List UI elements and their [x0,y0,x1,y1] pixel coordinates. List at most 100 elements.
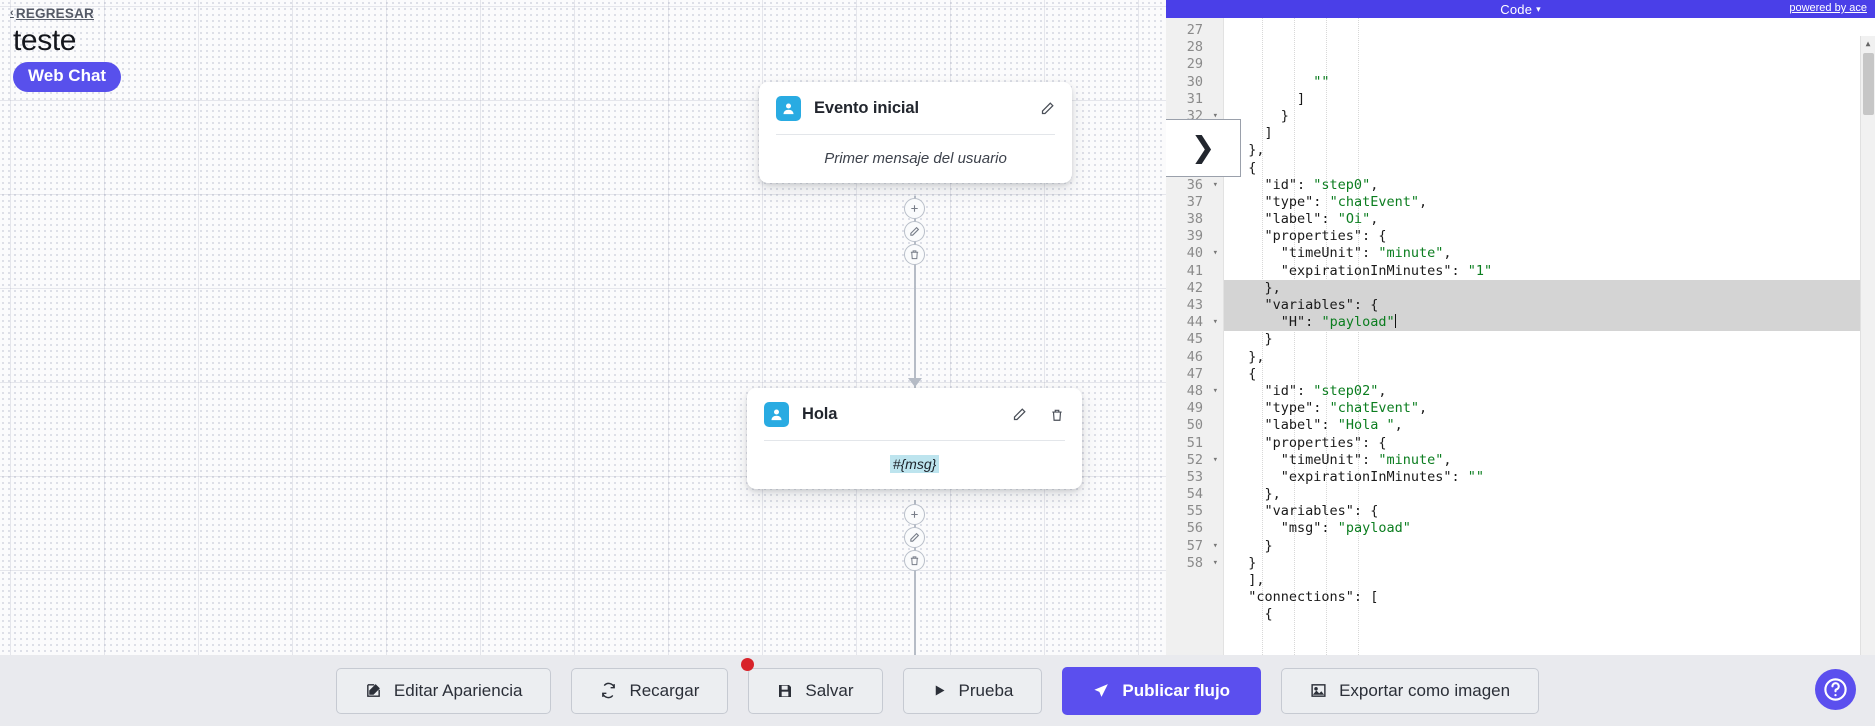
code-line[interactable]: "expirationInMinutes": "1" [1280,262,1493,279]
save-floppy-icon [777,683,793,699]
code-line[interactable]: "connections": [ [1248,589,1379,606]
line-number: 45 [1186,331,1203,348]
trash-icon[interactable] [1048,406,1066,424]
pencil-icon[interactable] [1038,100,1056,118]
page-title: teste [13,24,77,57]
exportar-como-imagen-button[interactable]: Exportar como imagen [1281,667,1540,714]
code-line[interactable]: } [1232,537,1273,554]
fold-toggle-icon[interactable]: ▾ [1212,540,1218,551]
code-line[interactable]: ], [1232,572,1265,589]
chevron-down-icon[interactable]: ▾ [1536,3,1541,14]
line-number: 40▾ [1186,245,1218,262]
code-line[interactable]: } [1232,107,1289,124]
editar-apariencia-button[interactable]: Editar Apariencia [335,667,552,714]
code-line[interactable]: "msg": "payload" [1280,520,1411,537]
code-line[interactable]: { [1232,159,1257,176]
paper-plane-icon [1093,682,1110,699]
recargar-button[interactable]: Recargar [571,667,729,714]
edit-step-button[interactable] [904,527,925,548]
code-line[interactable]: "timeUnit": "minute", [1280,451,1452,468]
line-number: 27 [1186,22,1203,38]
code-line[interactable]: } [1232,554,1257,571]
edit-step-button[interactable] [904,221,925,242]
code-line[interactable]: } [1232,331,1273,348]
node-card-evento-inicial[interactable]: Evento inicial Primer mensaje del usuari… [759,82,1072,183]
fold-toggle-icon[interactable]: ▾ [1212,110,1218,121]
line-number: 37 [1186,193,1203,210]
code-line[interactable]: "variables": { [1264,503,1379,520]
line-number: 44▾ [1186,314,1218,331]
code-line[interactable]: ] [1232,90,1306,107]
code-line[interactable]: "type": "chatEvent", [1264,400,1428,417]
delete-step-button[interactable] [904,550,925,571]
node-card-hola[interactable]: Hola #{msg} [747,388,1082,489]
code-line[interactable]: "type": "chatEvent", [1264,193,1428,210]
button-label: Recargar [629,680,700,700]
chevron-right-icon[interactable]: ❯ [1166,119,1241,177]
code-line[interactable]: ] [1232,125,1273,142]
salvar-button[interactable]: Salvar [741,657,883,714]
publicar-flujo-button[interactable]: Publicar flujo [1062,666,1262,715]
line-number: 43 [1186,297,1203,313]
fold-toggle-icon[interactable]: ▾ [1212,248,1218,259]
line-number: 51 [1186,434,1203,451]
fold-toggle-icon[interactable]: ▾ [1212,454,1218,465]
text-cursor [1394,314,1396,329]
code-line[interactable]: "properties": { [1264,228,1387,245]
node-header: Evento inicial [759,82,1072,134]
scrollbar-thumb[interactable] [1863,53,1874,115]
code-line[interactable]: }, [1232,142,1265,159]
code-editor[interactable]: 272829303132▾33343536▾37383940▾41424344▾… [1166,18,1875,655]
powered-by-ace-link[interactable]: powered by ace [1789,2,1867,14]
line-number: 42 [1186,279,1203,296]
code-panel-title: Code [1500,1,1533,17]
message-variable: #{msg} [889,455,940,473]
editor-vertical-scrollbar[interactable]: ▲ ▼ [1860,36,1875,655]
line-number: 47 [1186,365,1203,382]
fold-toggle-icon[interactable]: ▾ [1212,179,1218,190]
code-line[interactable]: "H": "payload" [1224,314,1875,332]
code-line[interactable]: }, [1224,279,1875,298]
pencil-icon[interactable] [1010,406,1028,424]
fold-toggle-icon[interactable]: ▾ [1212,557,1218,568]
code-line[interactable]: "variables": { [1224,297,1875,315]
node-body-text: Primer mensaje del usuario [824,150,1007,167]
code-line[interactable]: "label": "Oi", [1264,211,1379,228]
node-body-text: #{msg} [747,441,1082,489]
arrow-left-icon: ‹ [10,7,14,19]
node-action-stack-2 [904,504,925,573]
add-step-button[interactable] [904,504,925,525]
code-line[interactable]: { [1232,365,1257,382]
line-number: 48▾ [1186,382,1218,399]
line-number: 56 [1186,520,1203,537]
code-line[interactable]: "" [1313,73,1330,90]
button-label: Prueba [958,680,1014,700]
code-panel: Code ▾ powered by ace 272829303132▾33343… [1166,0,1875,655]
code-line[interactable]: "properties": { [1264,434,1387,451]
delete-step-button[interactable] [904,244,925,265]
code-line[interactable]: }, [1232,486,1281,503]
code-line[interactable]: "label": "Hola ", [1264,417,1403,434]
line-number: 31 [1186,90,1203,107]
image-icon [1310,682,1327,699]
code-line[interactable]: "timeUnit": "minute", [1280,245,1452,262]
user-icon [764,402,789,427]
prueba-button[interactable]: Prueba [902,667,1043,714]
fold-toggle-icon[interactable]: ▾ [1212,317,1218,328]
question-circle-icon[interactable] [1815,669,1856,710]
fold-toggle-icon[interactable]: ▾ [1212,385,1218,396]
scroll-up-arrow[interactable]: ▲ [1865,38,1871,48]
code-line[interactable]: "id": "step02", [1264,382,1387,399]
code-line[interactable]: "expirationInMinutes": "" [1280,468,1484,485]
add-step-button[interactable] [904,198,925,219]
code-content[interactable]: "" ] } ] }, { "id": "step0", "type": "ch… [1224,18,1875,655]
code-line[interactable]: }, [1232,348,1265,365]
line-number: 36▾ [1186,176,1218,193]
code-line[interactable]: { [1232,606,1273,623]
play-icon [932,683,947,698]
flow-canvas[interactable]: ‹ REGRESAR teste Web Chat Evento inicial [0,0,1166,655]
back-link[interactable]: ‹ REGRESAR [10,6,94,21]
code-line[interactable]: "id": "step0", [1264,176,1379,193]
line-number: 39 [1186,228,1203,245]
